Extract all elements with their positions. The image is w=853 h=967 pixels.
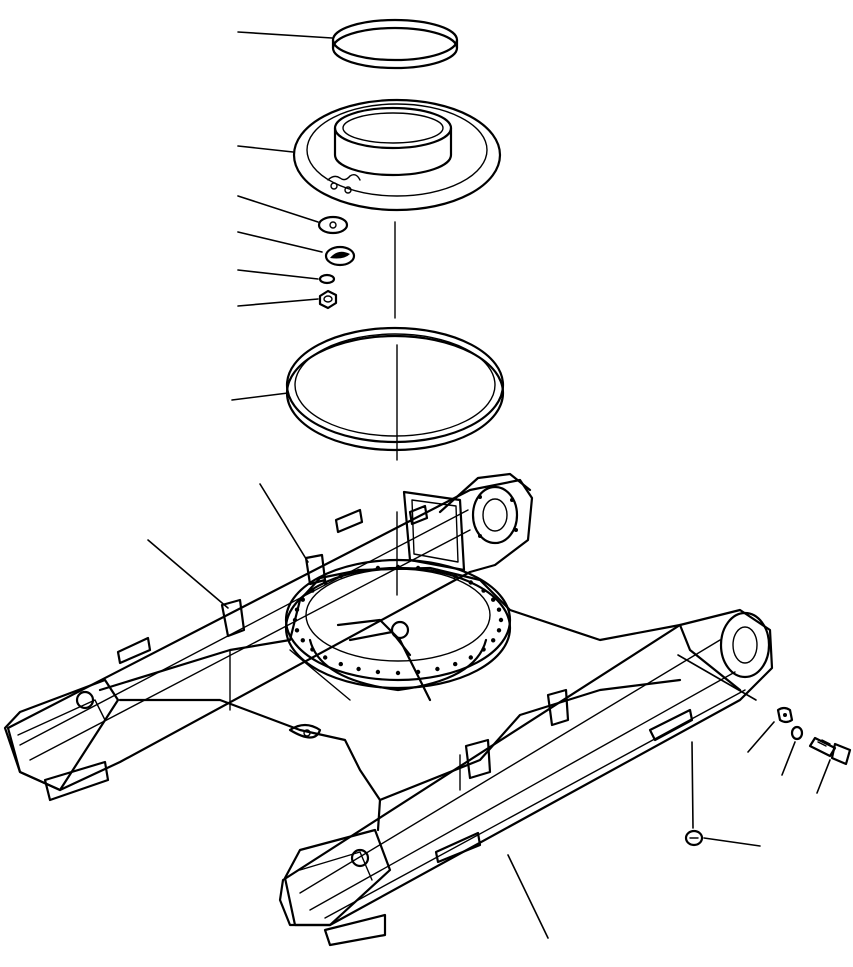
cover-plate: [324, 245, 356, 267]
grease-fitting: [684, 829, 704, 847]
lock-washer: [318, 273, 336, 285]
bolt-hole: [338, 661, 343, 667]
guard-plate: [776, 706, 794, 724]
bolt-hole: [356, 568, 361, 574]
bolt-hole: [496, 628, 502, 633]
bolt-hole: [491, 638, 496, 643]
bolt-hole: [294, 628, 300, 633]
bolt-hole: [435, 568, 440, 574]
leader-lines: [147, 31, 831, 939]
bolt-hole: [395, 564, 401, 570]
spring-washer: [790, 725, 804, 741]
bolt-hole: [310, 647, 315, 652]
bolt-hole-ring: [292, 564, 504, 676]
idler-bolt-holes: [478, 495, 518, 538]
bolt-hole: [294, 607, 300, 612]
bolt-hole: [435, 666, 440, 672]
bolt-hole: [415, 669, 421, 675]
bolt-hole: [491, 597, 496, 602]
seal-ring: [331, 18, 459, 70]
assembly-axis: [394, 221, 398, 596]
bolt-hole: [375, 565, 381, 571]
bolt-hole: [453, 661, 458, 667]
bolt-hole: [338, 573, 343, 579]
swing-circle-mount: [284, 558, 512, 702]
bolt-hole: [323, 655, 328, 660]
bolt-hole: [415, 565, 421, 571]
bearing-cover: [292, 98, 502, 212]
bolt-hole: [481, 588, 486, 593]
bolt-hole: [310, 588, 315, 593]
gasket-plate: [317, 215, 349, 235]
bolt-hole: [468, 580, 473, 585]
o-ring: [285, 326, 505, 452]
bolt: [808, 736, 852, 766]
rail-lugs: [116, 504, 694, 864]
bolt-hole: [468, 655, 473, 660]
track-frame: [3, 472, 774, 947]
bolt-hole: [498, 617, 504, 623]
bolt-hole: [300, 638, 305, 643]
bolt-hole: [481, 647, 486, 652]
bolt-hole: [395, 670, 401, 676]
bolt-hole: [356, 666, 361, 672]
bolt-hole: [453, 573, 458, 579]
bolt-hole: [300, 597, 305, 602]
nut: [318, 289, 338, 310]
bolt-hole: [292, 617, 298, 623]
bolt-hole: [323, 580, 328, 585]
bolt-hole: [496, 607, 502, 612]
bolt-hole: [375, 669, 381, 675]
